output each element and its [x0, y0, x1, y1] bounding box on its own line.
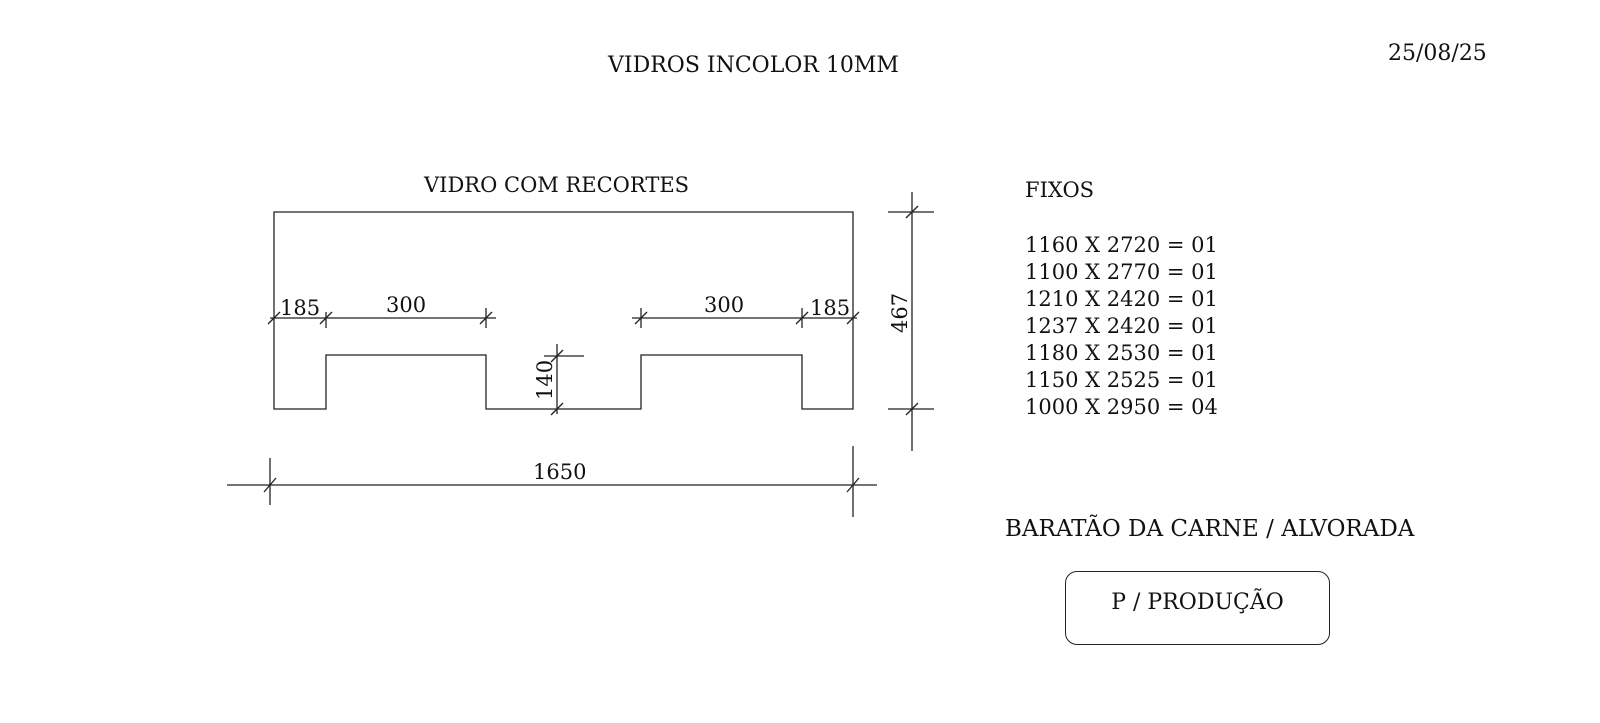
fixos-heading: FIXOS [1025, 178, 1095, 202]
fixos-item: 1000 X 2950 = 04 [1025, 395, 1218, 419]
production-stamp: P / PRODUÇÃO [1065, 571, 1330, 645]
fixos-item: 1180 X 2530 = 01 [1025, 341, 1218, 365]
fixos-item: 1160 X 2720 = 01 [1025, 233, 1218, 257]
client-label: BARATÃO DA CARNE / ALVORADA [1005, 516, 1415, 542]
document-date: 25/08/25 [1388, 41, 1487, 66]
drawing-title: VIDRO COM RECORTES [424, 173, 690, 197]
dim-label-cutout-depth: 140 [533, 360, 557, 400]
fixos-item: 1150 X 2525 = 01 [1025, 368, 1218, 392]
fixos-list: 1160 X 2720 = 01 1100 X 2770 = 01 1210 X… [1025, 232, 1218, 421]
dim-label-left-margin: 185 [280, 296, 320, 320]
page-title: VIDROS INCOLOR 10MM [608, 53, 899, 78]
dim-label-right-margin: 185 [810, 296, 850, 320]
fixos-item: 1237 X 2420 = 01 [1025, 314, 1218, 338]
glass-outline [273, 211, 854, 410]
fixos-item: 1100 X 2770 = 01 [1025, 260, 1218, 284]
fixos-item: 1210 X 2420 = 01 [1025, 287, 1218, 311]
dim-label-total-width: 1650 [533, 460, 586, 484]
dim-label-cutout-left: 300 [386, 293, 426, 317]
dim-label-cutout-right: 300 [704, 293, 744, 317]
dim-label-height: 467 [888, 293, 912, 333]
production-stamp-label: P / PRODUÇÃO [1111, 590, 1284, 615]
